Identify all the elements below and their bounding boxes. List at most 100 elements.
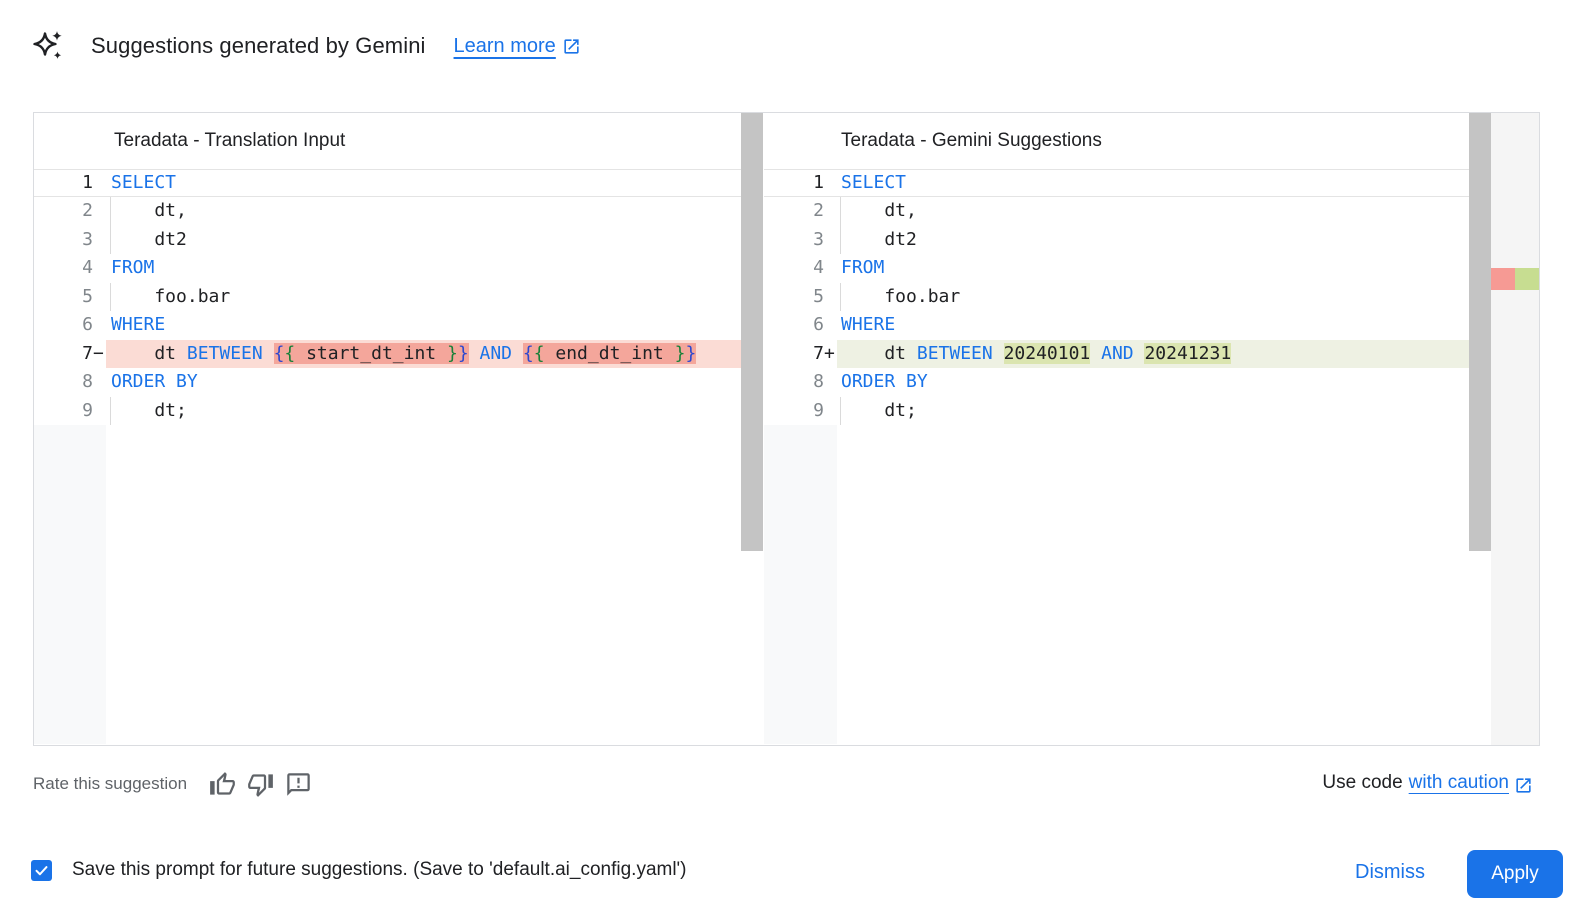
code-line-content[interactable]: dt2: [837, 225, 1469, 255]
diff-sign: [93, 283, 106, 311]
indent-guide: [840, 197, 841, 226]
page-title: Suggestions generated by Gemini: [91, 33, 426, 58]
line-number: 4: [34, 254, 106, 283]
open-in-new-icon: [1516, 777, 1531, 793]
thumb-up-button[interactable]: [209, 771, 236, 798]
code-token: }: [674, 342, 686, 364]
code-line: 9 dt;: [34, 396, 741, 425]
diff-overview-ruler[interactable]: [1491, 113, 1539, 745]
thumb-down-button[interactable]: [247, 771, 274, 798]
scrollbar-right[interactable]: [1469, 113, 1491, 745]
code-line-content[interactable]: dt2: [106, 225, 741, 255]
panel-title-right: Teradata - Gemini Suggestions: [764, 113, 1469, 169]
code-line-content[interactable]: SELECT: [837, 170, 1469, 196]
dismiss-button[interactable]: Dismiss: [1347, 857, 1433, 888]
code-line-content[interactable]: ORDER BY: [106, 368, 741, 396]
suggestions-header: Suggestions generated by Gemini Learn mo…: [33, 30, 581, 62]
diff-sign: [824, 226, 837, 254]
code-line-content[interactable]: dt BETWEEN 20240101 AND 20241231: [837, 339, 1469, 369]
code-line: 2 dt,: [34, 197, 741, 226]
code-line-content[interactable]: foo.bar: [106, 282, 741, 312]
code-token: [993, 343, 1004, 364]
panel-title-text: Teradata - Translation Input: [114, 130, 346, 151]
code-line-content[interactable]: WHERE: [106, 311, 741, 339]
code-line-content[interactable]: dt;: [837, 396, 1469, 425]
line-number: 3: [34, 225, 106, 255]
indent-guide: [110, 225, 111, 255]
line-number: 8: [34, 368, 106, 397]
code-token: dt2: [841, 228, 917, 250]
code-token: {: [533, 342, 545, 364]
line-number: 2: [764, 197, 837, 226]
diff-sign: [93, 170, 106, 196]
code-line-content[interactable]: dt,: [106, 197, 741, 226]
code-token: BETWEEN: [186, 342, 263, 364]
diff-sign: [93, 311, 106, 339]
code-token: 20241231: [1144, 342, 1232, 364]
code-line: 5 foo.bar: [764, 282, 1469, 312]
code-token: WHERE: [841, 314, 896, 336]
diff-sign: [824, 283, 837, 311]
save-prompt-label: Save this prompt for future suggestions.…: [72, 859, 687, 880]
save-prompt-checkbox[interactable]: [31, 860, 52, 881]
code-token: [263, 343, 274, 364]
code-token: [469, 343, 480, 364]
scrollbar-thumb[interactable]: [1469, 113, 1491, 551]
thumb-down-icon: [248, 773, 273, 797]
code-token: foo.bar: [111, 285, 231, 307]
code-line-content[interactable]: FROM: [106, 254, 741, 282]
code-token: }: [457, 342, 469, 364]
use-code-text: Use code: [1322, 772, 1403, 793]
code-token: BETWEEN: [916, 342, 993, 364]
code-token: AND: [1101, 342, 1134, 364]
code-line-content[interactable]: ORDER BY: [837, 368, 1469, 396]
code-line-content[interactable]: dt BETWEEN {{ start_dt_int }} AND {{ end…: [106, 339, 741, 369]
code-token: {: [273, 342, 285, 364]
diff-sign: [93, 254, 106, 282]
dialog-footer: Save this prompt for future suggestions.…: [0, 844, 1574, 904]
with-caution-link[interactable]: with caution: [1408, 772, 1509, 793]
code-token: dt,: [841, 200, 917, 222]
code-line: 2 dt,: [764, 197, 1469, 226]
thumb-up-icon: [210, 771, 235, 795]
scrollbar-left[interactable]: [741, 113, 763, 745]
scrollbar-thumb[interactable]: [741, 113, 763, 551]
code-line-content[interactable]: foo.bar: [837, 282, 1469, 312]
line-number: 1: [764, 170, 837, 197]
code-token: AND: [479, 342, 513, 364]
code-token: dt;: [841, 399, 917, 421]
code-token: }: [685, 342, 697, 364]
indent-guide: [110, 197, 111, 226]
line-number: 7+: [764, 339, 837, 369]
code-line-content[interactable]: dt,: [837, 197, 1469, 226]
code-line-content[interactable]: SELECT: [106, 170, 741, 196]
code-token: start_dt_int: [295, 342, 447, 364]
code-token: ORDER BY: [111, 371, 198, 393]
code-line-content[interactable]: dt;: [106, 396, 741, 425]
learn-more-link[interactable]: Learn more: [454, 35, 581, 58]
code-line-content[interactable]: FROM: [837, 254, 1469, 282]
feedback-button[interactable]: [285, 771, 312, 798]
panel-title-text: Teradata - Gemini Suggestions: [841, 130, 1102, 151]
code-token: dt2: [111, 228, 187, 250]
line-number: 9: [34, 396, 106, 425]
gutter-background: [764, 425, 837, 744]
code-token: dt: [841, 342, 917, 364]
line-number: 6: [34, 311, 106, 340]
code-token: ORDER BY: [841, 371, 928, 393]
line-number: 3: [764, 225, 837, 255]
code-line: 7− dt BETWEEN {{ start_dt_int }} AND {{ …: [34, 339, 741, 369]
apply-button[interactable]: Apply: [1467, 850, 1563, 898]
code-token: [1134, 343, 1145, 364]
code-line-content[interactable]: WHERE: [837, 311, 1469, 339]
code-line: 9 dt;: [764, 396, 1469, 425]
indent-guide: [840, 282, 841, 312]
